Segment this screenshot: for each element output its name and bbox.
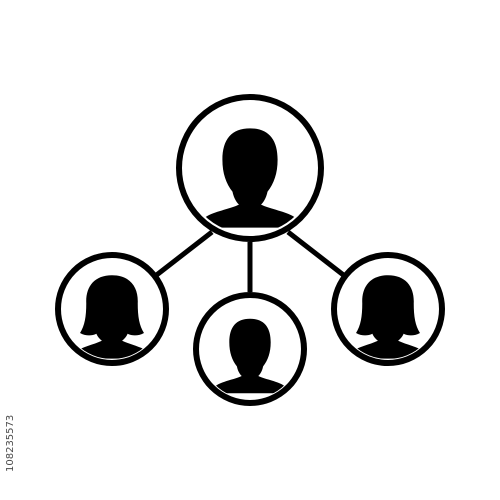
bottom-person-node (193, 292, 307, 406)
center-person-node (176, 94, 324, 242)
left-person-node (55, 252, 169, 366)
connector-lines (152, 230, 348, 292)
connector-right (286, 230, 348, 279)
right-person-node (331, 252, 445, 366)
connector-left (152, 230, 214, 279)
stock-id-text: 108235573 (5, 414, 16, 472)
